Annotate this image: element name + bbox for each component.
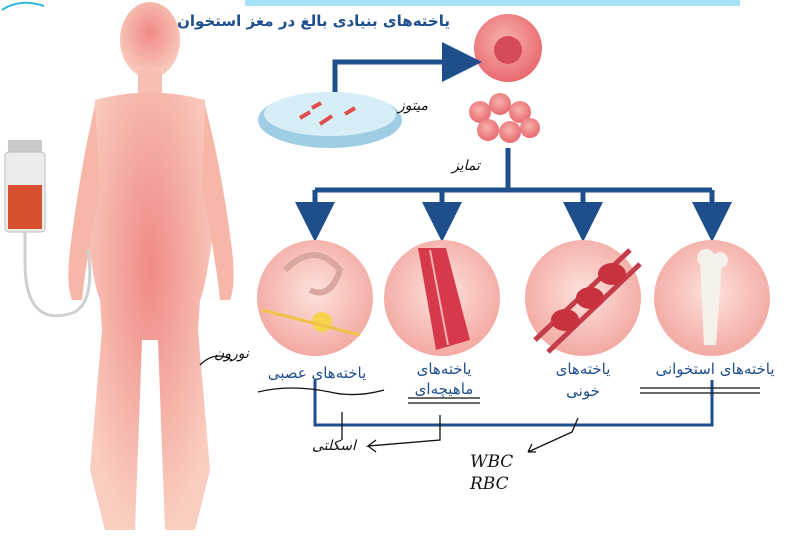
cell-cluster-icon xyxy=(469,93,540,143)
nerve-cell-icon xyxy=(257,240,373,356)
differentiation-note: تمایز xyxy=(452,158,480,174)
highlight-band xyxy=(245,0,740,6)
mitosis-note: میتوز xyxy=(398,98,428,114)
petri-dish-icon xyxy=(258,92,402,148)
bone-cell-icon xyxy=(654,240,770,356)
cell-label-bone: یاخته‌های استخوانی xyxy=(646,360,784,378)
cell-label-muscle-1: یاخته‌های xyxy=(404,360,484,378)
muscle-cell-icon xyxy=(384,240,500,356)
neuron-note: نورون xyxy=(214,346,249,362)
muscle-note: اسکلتی xyxy=(312,438,356,454)
human-body-figure xyxy=(68,2,233,530)
cell-label-nerve: یاخته‌های عصبی xyxy=(252,364,382,382)
rbc-note: RBC xyxy=(470,474,509,494)
wbc-note: WBC xyxy=(470,452,513,472)
diagram-title: یاخته‌های بنیادی بالغ در مغز استخوان xyxy=(200,12,450,30)
cell-label-blood-2: خونی xyxy=(548,382,618,400)
stem-cell-icon xyxy=(474,14,542,82)
blood-cell-icon xyxy=(525,240,641,356)
cell-label-blood-1: یاخته‌های xyxy=(548,360,618,378)
corner-scribble xyxy=(2,3,44,10)
cell-label-muscle-2: ماهیچه‌ای xyxy=(404,380,484,398)
